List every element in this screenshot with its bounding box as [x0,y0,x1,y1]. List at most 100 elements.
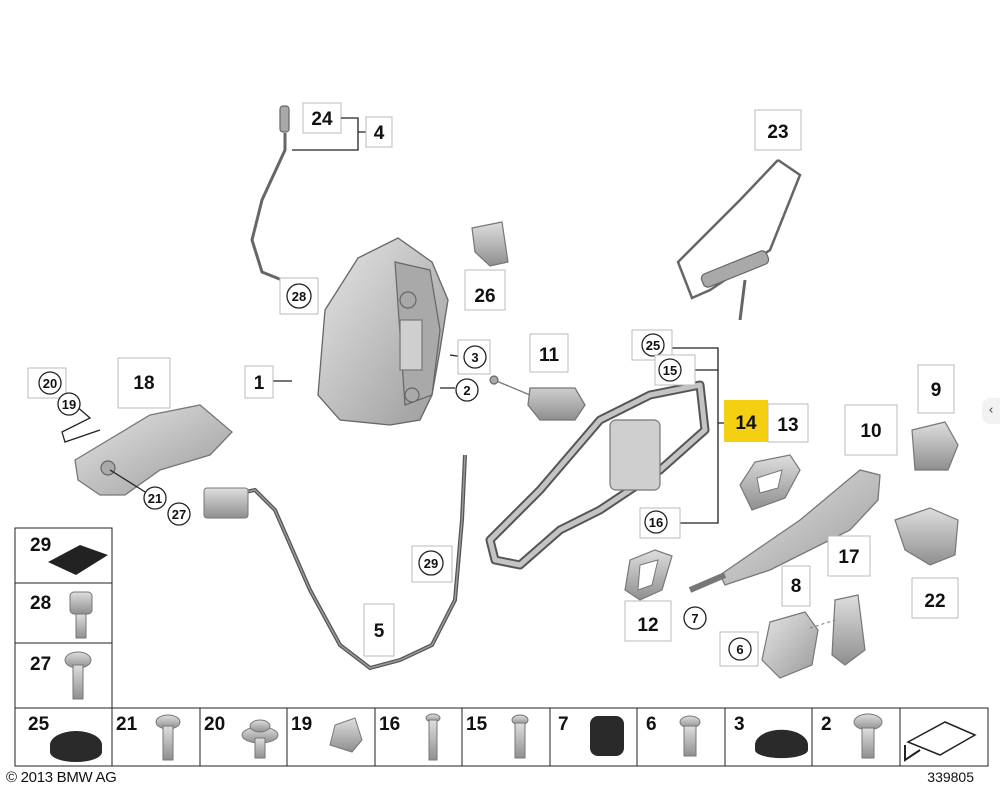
legend-label-21: 21 [116,714,138,735]
svg-text:19: 19 [62,397,76,412]
plate-17-part [809,594,866,666]
callout-23: 23 [754,109,802,151]
svg-text:25: 25 [646,338,660,353]
svg-text:5: 5 [374,621,385,642]
svg-text:28: 28 [292,289,306,304]
bolt-icon [511,714,529,759]
svg-text:8: 8 [791,576,802,597]
callout-14-highlight[interactable]: 14 [724,400,768,442]
callout-8: 8 [781,565,811,607]
svg-text:2: 2 [463,383,470,398]
callout-10: 10 [844,404,898,456]
callout-7: 7 [683,606,707,630]
svg-text:26: 26 [474,286,495,307]
cap-icon [50,731,102,762]
bracket-8-part [761,611,819,679]
callout-1: 1 [244,365,274,399]
callout-24: 24 [302,102,342,134]
svg-text:6: 6 [736,642,743,657]
screw-washer-icon [241,719,279,759]
legend-label-19: 19 [291,714,312,735]
svg-text:21: 21 [148,491,162,506]
legend-label-15: 15 [466,714,488,735]
grommet-icon [329,717,363,753]
gasket-13-part [739,454,801,511]
svg-text:18: 18 [133,373,154,394]
shim-arrow-icon [904,721,977,762]
clip-icon [69,591,93,639]
svg-text:23: 23 [767,122,788,143]
callout-18: 18 [117,357,171,409]
torx-screw-icon [853,713,883,759]
svg-text:20: 20 [43,376,57,391]
callout-15: 15 [654,354,696,386]
bottom-legend: 25 21 20 19 16 15 7 6 3 2 [14,707,989,767]
callout-11: 11 [529,333,569,373]
cap-22-part [894,507,959,566]
callout-29: 29 [411,545,453,583]
pin-icon [425,713,441,761]
bowden-cable-23-part [676,158,802,321]
callout-27: 27 [167,502,191,526]
callout-12: 12 [624,600,672,642]
legend-label-6: 6 [646,714,657,735]
copyright-text: © 2013 BMW AG [6,769,117,786]
pad-icon [48,545,108,575]
screw-icon [155,714,181,761]
callout-28: 28 [279,277,319,315]
svg-text:13: 13 [777,415,798,436]
legend-label-2: 2 [821,714,832,735]
svg-text:3: 3 [471,350,478,365]
callout-5: 5 [363,603,395,657]
bolt-icon [64,651,92,700]
cover-26-part [471,221,509,267]
svg-text:27: 27 [172,507,186,522]
dome-plug-icon [755,729,808,759]
svg-text:7: 7 [691,611,698,626]
side-legend-label-29: 29 [30,535,51,556]
side-legend: 29 28 27 [14,527,113,709]
callout-6: 6 [719,631,759,667]
callout-25: 25 [631,329,673,361]
callout-21: 21 [143,486,167,510]
legend-label-7: 7 [558,714,569,735]
bolt-icon [679,715,701,757]
callout-26: 26 [464,269,506,311]
svg-text:12: 12 [637,615,658,636]
plug-icon [590,716,624,756]
scroll-hint-chevron-icon[interactable]: ‹ [982,398,1000,424]
svg-text:16: 16 [649,515,663,530]
door-lock-part [317,237,449,426]
callout-19: 19 [57,392,81,416]
diagram-number: 339805 [927,769,974,785]
legend-label-3: 3 [734,714,745,735]
cap-9-part [911,421,959,471]
svg-text:17: 17 [838,547,859,568]
svg-text:15: 15 [663,363,677,378]
outer-handle-10-part [688,469,881,593]
callout-9: 9 [917,364,955,414]
svg-text:29: 29 [424,556,438,571]
callout-22: 22 [911,577,959,619]
svg-text:11: 11 [539,345,560,366]
svg-text:14: 14 [735,413,757,434]
svg-text:1: 1 [254,373,265,394]
svg-text:10: 10 [860,421,881,442]
legend-label-20: 20 [204,714,225,735]
callout-17: 17 [827,535,871,577]
callout-13: 13 [767,403,809,443]
svg-text:4: 4 [374,123,385,144]
side-legend-label-28: 28 [30,593,51,614]
callout-20: 20 [27,367,67,399]
side-legend-label-27: 27 [30,654,51,675]
callout-16: 16 [639,507,681,539]
gasket-12-part [624,549,673,601]
callout-2: 2 [455,378,479,402]
svg-text:24: 24 [311,109,333,130]
callout-3: 3 [457,339,491,375]
svg-text:22: 22 [924,591,945,612]
cable-5-part [203,454,467,671]
lock-cylinder-11-part [489,375,586,421]
handle-carrier-14-part [485,380,710,570]
